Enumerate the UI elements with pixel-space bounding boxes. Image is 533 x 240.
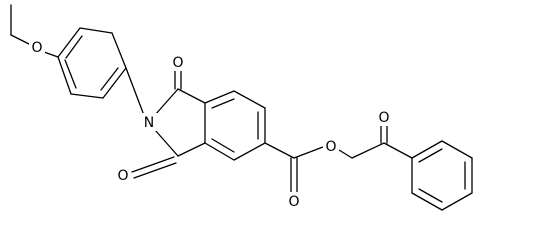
phenyl-ring bbox=[411, 140, 473, 211]
imide-oxygen-top-label: O bbox=[172, 55, 183, 71]
ester-o-ch2-bond bbox=[338, 149, 353, 159]
imide-carbonyl-top bbox=[174, 67, 182, 90]
methoxy-aryl-bond bbox=[43, 51, 59, 58]
ketone-oxygen-label: O bbox=[378, 110, 389, 126]
ester-single-bond bbox=[293, 146, 324, 159]
n-aryl-bond bbox=[125, 67, 146, 119]
ester-oxygen-single-label: O bbox=[325, 139, 336, 155]
ch2-ketone-bond bbox=[351, 142, 385, 159]
fused-benzene-ring bbox=[204, 90, 266, 161]
ester-carbonyl bbox=[290, 157, 298, 194]
imide-oxygen-bottom-label: O bbox=[117, 168, 128, 184]
imide-carbonyl-bottom bbox=[131, 156, 177, 179]
imide-nitrogen-label: N bbox=[144, 115, 154, 131]
methyl-bond bbox=[10, 4, 32, 46]
ketone-phenyl-bond bbox=[383, 142, 413, 159]
aryl-carbonyl-bond bbox=[264, 142, 295, 159]
imide-ring bbox=[154, 88, 206, 157]
ester-oxygen-double-label: O bbox=[288, 194, 299, 210]
methoxy-oxygen-label: O bbox=[31, 40, 42, 56]
methoxyphenyl-ring bbox=[57, 27, 127, 99]
ketone-carbonyl bbox=[380, 124, 388, 144]
